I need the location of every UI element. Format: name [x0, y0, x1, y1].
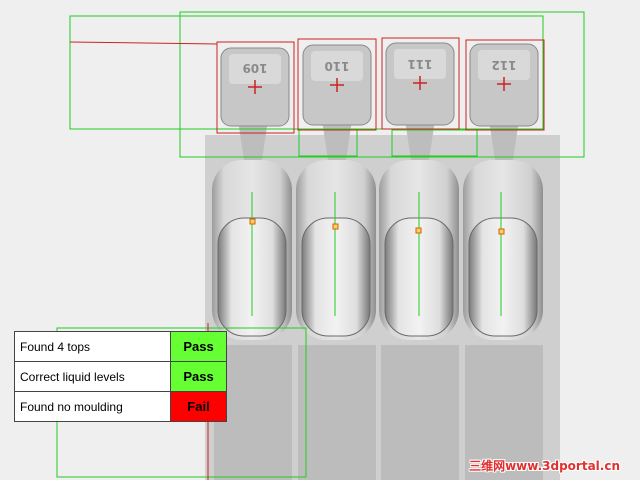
ampoule-4 [463, 43, 543, 480]
result-row-liquid-levels: Correct liquid levels Pass [15, 362, 226, 392]
result-status-liquid-levels: Pass [171, 362, 226, 391]
result-status-tops: Pass [171, 332, 226, 361]
ampoule-4-top-label: 112 [491, 58, 516, 72]
liquid-level-markers [249, 218, 505, 235]
ampoule-2-top-label: 110 [324, 59, 349, 73]
result-label-liquid-levels: Correct liquid levels [15, 362, 171, 391]
top-crosshairs [248, 76, 511, 94]
result-label-tops: Found 4 tops [15, 332, 171, 361]
ampoule-3-top-label: 111 [407, 57, 432, 71]
level-lines [251, 192, 502, 316]
result-row-tops: Found 4 tops Pass [15, 332, 226, 362]
result-label-moulding: Found no moulding [15, 392, 171, 421]
watermark-text: 三维网www.3dportal.cn [469, 459, 620, 473]
result-row-moulding: Found no moulding Fail [15, 392, 226, 421]
ampoule-2 [296, 44, 376, 480]
inspection-results-panel: Found 4 tops Pass Correct liquid levels … [14, 331, 227, 422]
result-status-moulding: Fail [171, 392, 226, 421]
ampoule-1-top-label: 109 [242, 61, 267, 75]
